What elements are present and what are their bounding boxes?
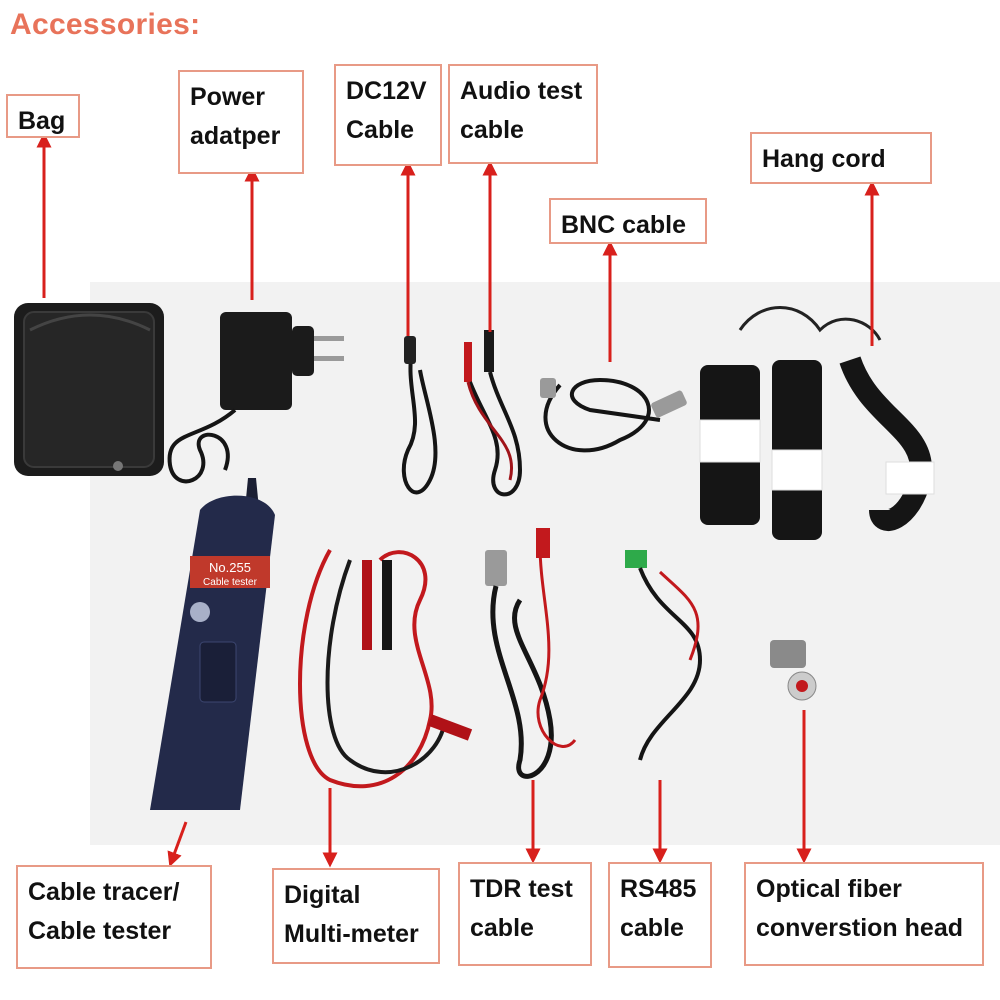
- dc12v-cable-image: [401, 336, 438, 495]
- label-power-line1: Power: [190, 83, 266, 111]
- label-dc12v-line2: Cable: [346, 115, 415, 144]
- label-audio-line2: cable: [460, 115, 524, 144]
- label-tracer-line2: Cable tester: [28, 916, 172, 945]
- rs485-cable-image: [625, 550, 703, 761]
- device-subtitle-text: Cable tester: [203, 577, 258, 588]
- cable-tracer-image: No.255 Cable tester: [150, 478, 275, 810]
- label-rs485-cable: RS485 cable: [608, 862, 712, 968]
- label-dmm-line1: Digital: [284, 881, 361, 909]
- bag-image: [14, 303, 164, 476]
- label-tdr-line2: cable: [470, 913, 534, 942]
- label-cable-tracer: Cable tracer/ Cable tester: [16, 865, 212, 969]
- power-adapter-image: [167, 312, 344, 484]
- optical-fiber-head-image: [770, 640, 817, 701]
- label-rs485-line1: RS485: [620, 875, 697, 903]
- label-hang-cord: Hang cord: [750, 132, 932, 184]
- label-bnc-cable: BNC cable: [549, 198, 707, 244]
- annotation-arrows: [36, 132, 880, 868]
- label-dc12v-cable: DC12V Cable: [334, 64, 442, 166]
- tdr-test-cable-image: [485, 528, 577, 779]
- page-title: Accessories:: [10, 8, 201, 41]
- label-bnc-text: BNC cable: [561, 211, 687, 239]
- label-tdr-test-cable: TDR test cable: [458, 862, 592, 966]
- hang-cord-image: [699, 306, 935, 540]
- label-hang-text: Hang cord: [762, 145, 886, 173]
- label-fiber-line1: Optical fiber: [756, 875, 902, 903]
- label-tdr-line1: TDR test: [470, 875, 573, 903]
- label-digital-multimeter: Digital Multi-meter: [272, 868, 440, 964]
- audio-test-cable-image: [464, 330, 523, 497]
- label-tracer-line1: Cable tracer/: [28, 878, 180, 906]
- label-rs485-line2: cable: [620, 913, 684, 942]
- bnc-cable-image: [540, 377, 687, 453]
- device-model-text: No.255: [209, 560, 251, 575]
- multimeter-leads-image: [298, 549, 473, 789]
- label-audio-line1: Audio test: [460, 77, 583, 105]
- label-power-adapter: Power adatper: [178, 70, 304, 174]
- label-dc12v-line1: DC12V: [346, 77, 427, 105]
- label-bag-text: Bag: [18, 107, 66, 135]
- label-optical-fiber-head: Optical fiber converstion head: [744, 862, 984, 966]
- label-fiber-line2: converstion head: [756, 913, 963, 942]
- label-dmm-line2: Multi-meter: [284, 919, 419, 948]
- label-audio-test-cable: Audio test cable: [448, 64, 598, 164]
- label-bag: Bag: [6, 94, 80, 138]
- label-power-line2: adatper: [190, 121, 281, 150]
